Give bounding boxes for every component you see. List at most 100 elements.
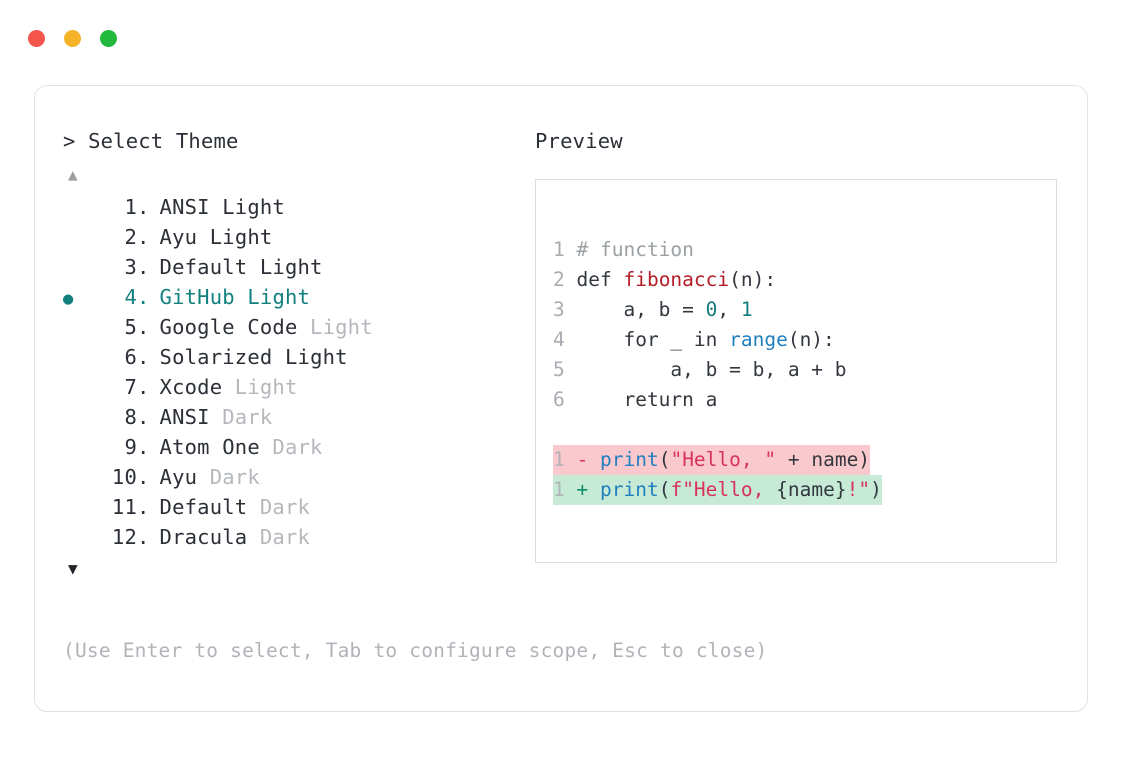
theme-item-name: Solarized — [159, 344, 273, 369]
window-controls — [28, 30, 117, 47]
diff-line-wrapper: 1 - print("Hello, " + name) — [553, 444, 882, 475]
theme-list-item[interactable]: 1.ANSI Light — [63, 195, 533, 225]
diff-line-number: 1 — [553, 447, 565, 471]
code-token-plain: , — [717, 297, 741, 321]
code-line-number: 5 — [553, 357, 565, 381]
code-line-number: 1 — [553, 237, 565, 261]
diff-line-number: 1 — [553, 477, 565, 501]
theme-item-name: Google Code — [159, 314, 298, 339]
theme-list-item[interactable]: ●4.GitHub Light — [63, 285, 533, 315]
theme-item-dot-separator: . — [137, 224, 150, 249]
theme-item-variant: Dark — [247, 524, 311, 549]
theme-item-number: 12 — [111, 524, 137, 549]
theme-item-number: 10 — [111, 464, 137, 489]
theme-list-item[interactable]: 7. Xcode Light — [63, 375, 533, 405]
theme-item-name: Default — [159, 254, 248, 279]
theme-item-dot-separator: . — [137, 284, 150, 309]
theme-item-name: Default — [159, 494, 248, 519]
theme-item-variant: Light — [272, 344, 348, 369]
theme-item-name: ANSI — [159, 194, 210, 219]
theme-item-number: 1 — [124, 194, 137, 219]
theme-list-item[interactable]: 2.Ayu Light — [63, 225, 533, 255]
theme-item-name: ANSI — [159, 404, 210, 429]
code-gutter-space — [565, 298, 577, 321]
keyboard-hint: (Use Enter to select, Tab to configure s… — [63, 639, 768, 662]
code-token-plain: (n): — [729, 267, 777, 291]
theme-item-dot-separator: . — [137, 434, 150, 459]
theme-item-dot-separator: . — [137, 404, 150, 429]
theme-item-number: 9 — [124, 434, 137, 459]
theme-item-dot-separator: . — [137, 464, 150, 489]
theme-item-dot-separator: . — [137, 374, 150, 399]
code-line: 4 for _ in range(n): — [553, 325, 882, 355]
theme-list-item[interactable]: 12.Dracula Dark — [63, 525, 533, 555]
code-token-plain: ) — [870, 477, 882, 501]
scroll-down-icon[interactable]: ▼ — [68, 558, 78, 578]
theme-list-item[interactable]: 5.Google Code Light — [63, 315, 533, 345]
theme-item-name: Xcode — [159, 374, 223, 399]
diff-line-removed: 1 - print("Hello, " + name) — [553, 444, 871, 475]
code-token-kw: def — [576, 267, 624, 291]
theme-item-dot-separator: . — [137, 194, 150, 219]
diff-gutter-space — [565, 478, 577, 501]
diff-line-added: 1 + print(f"Hello, {name}!") — [553, 474, 882, 505]
theme-item-variant: Dark — [247, 494, 311, 519]
theme-item-variant: Light — [197, 224, 273, 249]
code-gutter-space — [565, 268, 577, 291]
theme-item-variant: Light — [222, 374, 298, 399]
theme-item-name: GitHub — [159, 284, 235, 309]
theme-item-name: Ayu — [159, 464, 198, 489]
code-token-str: f"Hello, — [670, 477, 777, 501]
theme-item-dot-separator: . — [137, 254, 150, 279]
scroll-up-icon[interactable]: ▲ — [68, 164, 78, 184]
code-gutter-space — [565, 238, 577, 261]
code-token-num: 1 — [740, 297, 753, 321]
theme-item-variant: Dark — [259, 434, 323, 459]
theme-item-dot-separator: . — [137, 494, 150, 519]
code-token-builtin: print — [600, 477, 659, 501]
minimize-window-button[interactable] — [64, 30, 81, 47]
code-token-plain: ( — [658, 447, 671, 471]
theme-item-variant: Light — [247, 254, 323, 279]
code-line: 5 a, b = b, a + b — [553, 355, 882, 385]
theme-item-dot-separator: . — [137, 524, 150, 549]
code-line: 3 a, b = 0, 1 — [553, 295, 882, 325]
page-title: > Select Theme — [63, 129, 239, 153]
diff-plus-marker: + — [576, 477, 589, 501]
code-token-plain: for _ in — [576, 327, 730, 351]
theme-item-dot-separator: . — [137, 344, 150, 369]
theme-item-variant: Dark — [197, 464, 260, 489]
theme-item-variant: Dark — [209, 404, 273, 429]
close-window-button[interactable] — [28, 30, 45, 47]
diff-marker-space — [588, 448, 600, 471]
diff-minus-marker: - — [576, 447, 589, 471]
code-gutter-space — [565, 388, 577, 411]
code-token-str: "Hello, " — [670, 447, 777, 471]
code-token-plain: + name) — [776, 447, 871, 471]
code-line-number: 4 — [553, 327, 565, 351]
code-token-plain: (n): — [787, 327, 835, 351]
theme-item-number: 8 — [124, 404, 137, 429]
theme-item-number: 7 — [124, 374, 137, 399]
theme-list-item[interactable]: 9.Atom One Dark — [63, 435, 533, 465]
code-token-plain: {name} — [776, 477, 847, 501]
code-token-plain: return a — [576, 387, 718, 411]
preview-label: Preview — [535, 129, 623, 153]
theme-list-item[interactable]: 10. Ayu Dark — [63, 465, 533, 495]
code-gutter-space — [565, 358, 577, 381]
theme-item-variant: Light — [297, 314, 373, 339]
theme-list-item[interactable]: 11.Default Dark — [63, 495, 533, 525]
code-token-fn: fibonacci — [623, 267, 730, 291]
code-token-plain: a, b = — [576, 297, 706, 321]
diff-line-wrapper: 1 + print(f"Hello, {name}!") — [553, 474, 882, 505]
theme-list-item[interactable]: 6.Solarized Light — [63, 345, 533, 375]
selected-bullet-icon: ● — [63, 288, 74, 309]
code-token-num: 0 — [705, 297, 718, 321]
code-token-plain: a, b = b, a + b — [576, 357, 847, 381]
code-token-plain: ( — [658, 477, 671, 501]
theme-list-item[interactable]: 8. ANSI Dark — [63, 405, 533, 435]
maximize-window-button[interactable] — [100, 30, 117, 47]
theme-list-item[interactable]: 3.Default Light — [63, 255, 533, 285]
